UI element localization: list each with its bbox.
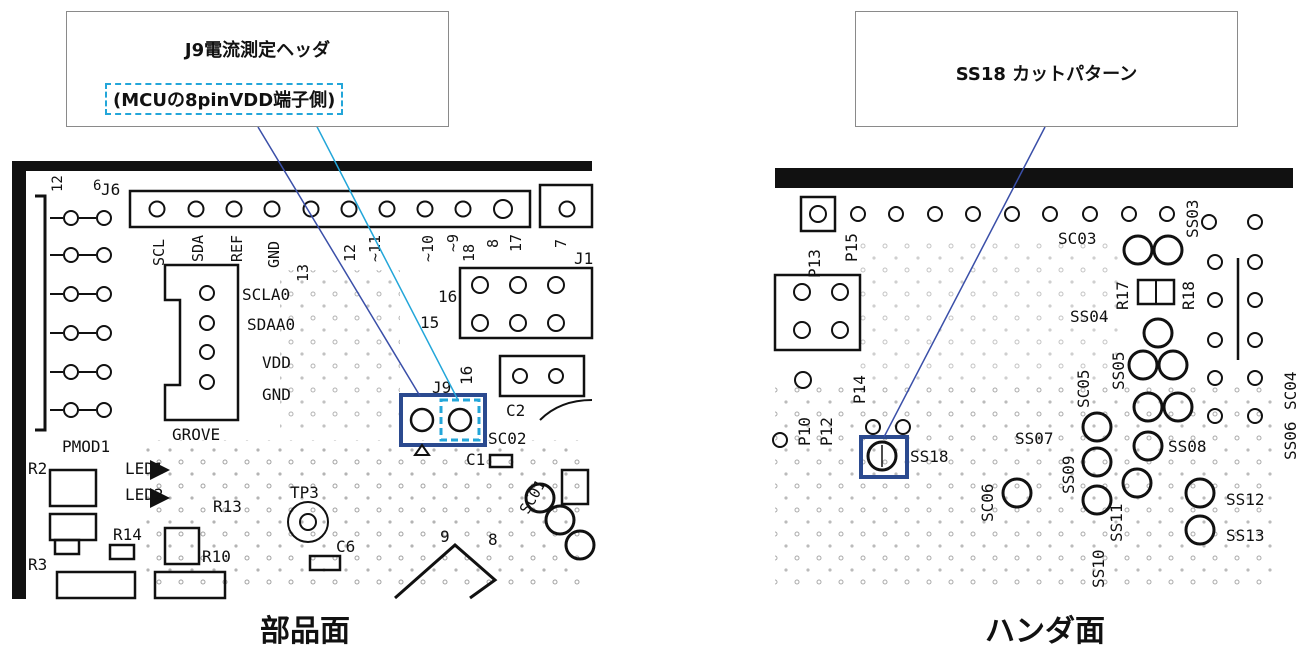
sol-label-ss03: SS03 [1183,199,1202,238]
component-side-pcb: J6 12 6 SCL SDA REF GND 13 12 ~11 ~10 ~9… [12,161,596,600]
grove-label-sdaa0: SDAA0 [247,315,295,334]
j9-callout-title: J9電流測定ヘッダ [184,40,331,61]
sol-label-sc03: SC03 [1058,229,1097,248]
sol-label-ss04: SS04 [1070,307,1109,326]
pin-label-12-top: 12 [50,175,66,192]
sol-label-ss05: SS05 [1109,351,1128,390]
part-9: 9 [440,527,450,546]
pin-label-9: ~9 [444,234,462,252]
ss18-callout-title: SS18 カットパターン [955,64,1138,85]
grove-name: GROVE [172,425,220,444]
row-label-16b: 16 [457,366,476,385]
sol-label-p14: P14 [850,375,869,404]
sol-label-sc05: SC05 [1074,369,1093,408]
sol-label-ss13: SS13 [1226,526,1265,545]
solder-side-pcb: P13 P15 P14 P10 P12 SC03 SS03 R17 R18 SS… [772,168,1300,593]
part-led1: LED1 [125,459,164,478]
j6-label: J6 [101,180,120,199]
part-c1: C1 [466,450,485,469]
ss18-callout: SS18 カットパターン [855,11,1238,127]
pin-label-7: 7 [552,239,570,248]
pin-label-18: 18 [460,244,478,262]
sol-label-ss06: SS06 [1281,421,1300,460]
sol-label-p10: P10 [795,417,814,446]
j9-callout-subtitle: (MCUの8pinVDD端子側) [105,83,344,115]
sol-label-ss08: SS08 [1168,437,1207,456]
sol-label-r17: R17 [1113,281,1132,310]
part-c2: C2 [506,401,525,420]
part-r2: R2 [28,459,47,478]
pin-label-sda: SDA [189,235,207,262]
row-label-16: 16 [438,287,457,306]
pin-label-10: ~10 [419,235,437,262]
j9-callout: J9電流測定ヘッダ (MCUの8pinVDD端子側) [66,11,449,127]
pin-label-8: 8 [484,239,502,248]
part-r13: R13 [213,497,242,516]
sol-label-ss12: SS12 [1226,490,1265,509]
part-j1: J1 [574,249,593,268]
grove-label-vdd: VDD [262,353,291,372]
sol-label-r18: R18 [1179,281,1198,310]
sol-label-ss07: SS07 [1015,429,1054,448]
sol-label-ss10: SS10 [1089,549,1108,588]
component-side-caption: 部品面 [260,614,350,649]
pmod-name: PMOD1 [62,437,110,456]
pin-label-13: 13 [294,264,312,282]
pin-label-6-top: 6 [93,178,101,194]
solder-side-caption: ハンダ面 [985,614,1105,649]
grove-label-gnd: GND [262,385,291,404]
j9-leader-dark [257,126,421,397]
j6-header-pins [148,199,576,219]
part-r14: R14 [113,525,142,544]
sol-label-ss11: SS11 [1107,503,1126,542]
sol-label-p12: P12 [817,417,836,446]
row-label-15: 15 [420,313,439,332]
sol-label-sc04: SC04 [1281,371,1300,410]
sol-label-p13: P13 [805,249,824,278]
pin-label-17: 17 [507,234,525,252]
pmod-pins [63,210,112,418]
part-c6: C6 [336,537,355,556]
part-sc02: SC02 [488,429,527,448]
j9-leader-light [311,116,459,401]
j9-label: J9 [432,378,451,397]
pin-label-gnd: GND [265,241,283,268]
sol-label-p15: P15 [842,233,861,262]
part-led2: LED2 [125,485,164,504]
pin-label-ref: REF [228,235,246,262]
sol-label-ss09: SS09 [1059,455,1078,494]
part-tp3: TP3 [290,483,319,502]
sol-label-sc06: SC06 [978,483,997,522]
pin-label-scl: SCL [150,239,168,266]
part-r3: R3 [28,555,47,574]
pin-label-11: ~11 [366,235,384,262]
pin-label-12: 12 [341,244,359,262]
sol-label-ss18: SS18 [910,447,949,466]
grove-label-scla0: SCLA0 [242,285,290,304]
part-8: 8 [488,530,498,549]
part-r10: R10 [202,547,231,566]
ss18-leader [883,126,1046,438]
